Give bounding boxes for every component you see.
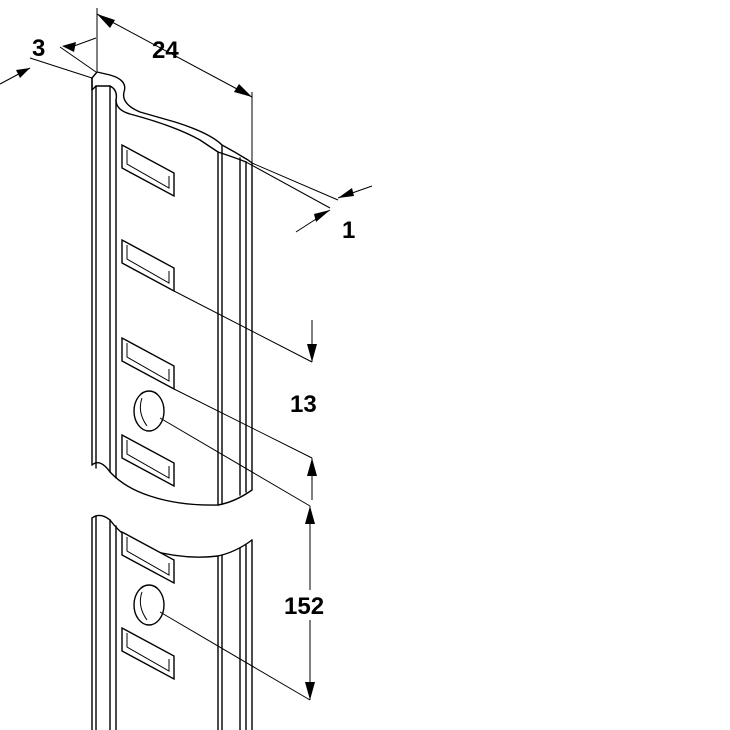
hole-1 (133, 390, 165, 432)
dim-label-width: 24 (152, 37, 179, 64)
upright-top-section (91, 71, 253, 506)
dim-label-flange-depth: 3 (32, 35, 45, 62)
dimension-thickness: 1 (245, 161, 373, 244)
dim-label-slot-spacing: 13 (290, 391, 317, 418)
slot-5 (121, 530, 175, 585)
slot-1 (121, 143, 175, 198)
dimension-hole-spacing: 152 (159, 417, 340, 701)
upright-bottom-section (91, 514, 253, 730)
slot-6 (121, 626, 175, 681)
dim-label-thickness: 1 (342, 217, 355, 244)
dimension-width: 24 (96, 8, 253, 163)
dim-label-hole-spacing: 152 (284, 593, 324, 620)
dimension-slot-spacing: 13 (173, 290, 317, 500)
slot-4 (121, 433, 175, 488)
slot-2 (121, 238, 175, 293)
hole-2 (133, 584, 165, 626)
dimension-flange-depth: 3 (0, 35, 97, 85)
slot-3 (121, 336, 175, 391)
